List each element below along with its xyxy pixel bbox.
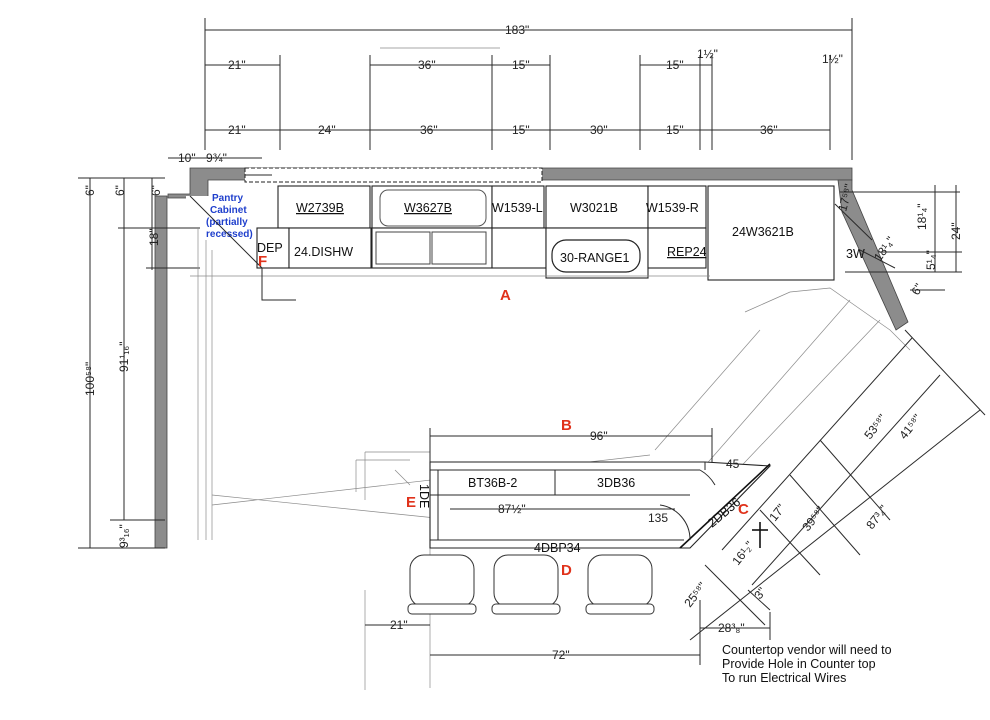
island: 96" BT36B-2 3DB36 2DB36 4DBP34 1DE 87½" …: [417, 428, 772, 555]
dim-island-angle-b: 135: [648, 511, 668, 525]
left-dimensions: 6" 6" 6" 18" 100⁵⁸" 91¹₁₆" 9³₁₆": [78, 177, 213, 549]
upper-cabinets: W2739B W3627B W1539-L W3021B W1539-R 24W…: [244, 167, 835, 281]
dim-left-outer-2: 6": [149, 185, 163, 196]
dim-right-r4: 6": [908, 281, 926, 297]
dim-row2-3: 15": [512, 123, 530, 137]
dim-diag-d1: 53⁵⁸": [861, 411, 889, 441]
pantry-line-0: Pantry: [212, 193, 244, 204]
dim-island-right-bottom: 28³₈": [718, 621, 745, 635]
dim-row2-0: 21": [228, 123, 246, 137]
pantry-line-3: recessed): [206, 229, 253, 240]
cab-lower-1: 24.DISHW: [294, 245, 353, 259]
cab-lower-3: REP24: [667, 245, 707, 259]
dim-island-inner: 87½": [498, 502, 526, 516]
cab-upper-3: W3021B: [570, 201, 618, 215]
marker-c: C: [738, 501, 749, 518]
dim-right-r6: 18¹₄": [871, 234, 898, 264]
dim-left-side: 18": [147, 228, 161, 246]
dim-diag-d8: 3": [751, 585, 769, 602]
cab-lower-0: DEP: [257, 241, 283, 255]
cab-upper-5: 24W3621B: [732, 225, 794, 239]
dim-right-r3: 5¹₄": [924, 250, 938, 270]
note-line-1: Provide Hole in Counter top: [722, 657, 876, 671]
dim-diag-d7: 25⁵⁸": [681, 579, 709, 609]
dim-diag-d2: 41⁵⁸": [896, 411, 924, 441]
dim-island-width: 96": [590, 429, 608, 443]
island-cab-1: 3DB36: [597, 476, 635, 490]
island-cab-4: 1DE: [417, 484, 431, 508]
marker-d: D: [561, 562, 572, 579]
island-cab-0: BT36B-2: [468, 476, 517, 490]
dim-right-r5: 17⁵⁸": [835, 182, 856, 212]
dim-row2-2: 36": [420, 123, 438, 137]
dim-left-height-b: 91¹₁₆": [117, 342, 131, 373]
markers: A B C D E F: [258, 253, 749, 579]
dim-left-outer-0: 6": [83, 185, 97, 196]
cab-upper-2: W1539-L: [492, 201, 543, 215]
dim-corner-1: 9¾": [206, 151, 227, 165]
marker-f: F: [258, 253, 267, 270]
note-line-0: Countertop vendor will need to: [722, 643, 892, 657]
dim-row1-5: 1½": [822, 52, 843, 66]
dim-row2-6: 36": [760, 123, 778, 137]
dim-row1-2: 15": [512, 58, 530, 72]
dim-diag-d6: 16¹₂": [729, 539, 756, 568]
cab-lower-2: 30-RANGE1: [560, 251, 630, 265]
dim-left-outer-1: 6": [113, 185, 127, 196]
dim-row2-1: 24": [318, 123, 336, 137]
cab-lower-4: 3W: [846, 247, 865, 261]
dim-right-r2: 24": [949, 222, 963, 240]
dim-diag-d4: 39⁵⁸": [799, 503, 827, 533]
dim-diag-d3: 87³₄": [863, 502, 890, 532]
pantry-line-1: Cabinet: [210, 205, 247, 216]
cab-upper-4: W1539-R: [646, 201, 699, 215]
dim-row1-4: 1½": [697, 47, 718, 61]
marker-e: E: [406, 494, 416, 511]
island-cab-3: 4DBP34: [534, 541, 581, 555]
dim-overall: 183": [505, 23, 529, 37]
dim-island-bottom: 72": [552, 648, 570, 662]
marker-b: B: [561, 417, 572, 434]
bar-stools: [407, 554, 655, 615]
dim-left-bottom: 9³₁₆": [117, 524, 131, 548]
dim-row1-1: 36": [418, 58, 436, 72]
lower-cabinets: DEP 24.DISHW 30-RANGE1 REP24 3W: [190, 227, 865, 279]
dim-row2-4: 30": [590, 123, 608, 137]
cab-upper-1: W3627B: [404, 201, 452, 215]
dim-row2-5: 15": [666, 123, 684, 137]
dim-island-bottom-left: 21": [390, 618, 408, 632]
note-line-2: To run Electrical Wires: [722, 671, 846, 685]
dim-row1-3: 15": [666, 58, 684, 72]
pantry-line-2: (partially: [206, 217, 248, 228]
cab-upper-0: W2739B: [296, 201, 344, 215]
top-dimensions: 183" 21" 36" 15" 15" 1½" 1½" 21" 24" 36"…: [168, 18, 853, 165]
countertop-note: Countertop vendor will need to Provide H…: [722, 643, 892, 685]
dim-left-height-a: 100⁵⁸": [83, 362, 97, 396]
bottom-dimensions: 21" 72" 28³₈": [365, 600, 771, 665]
dim-right-r1: 18¹₄": [915, 203, 929, 230]
dim-row1-0: 21": [228, 58, 246, 72]
marker-a: A: [500, 287, 511, 304]
dim-corner-0: 10": [178, 151, 196, 165]
dim-island-angle-a: 45: [726, 457, 740, 471]
